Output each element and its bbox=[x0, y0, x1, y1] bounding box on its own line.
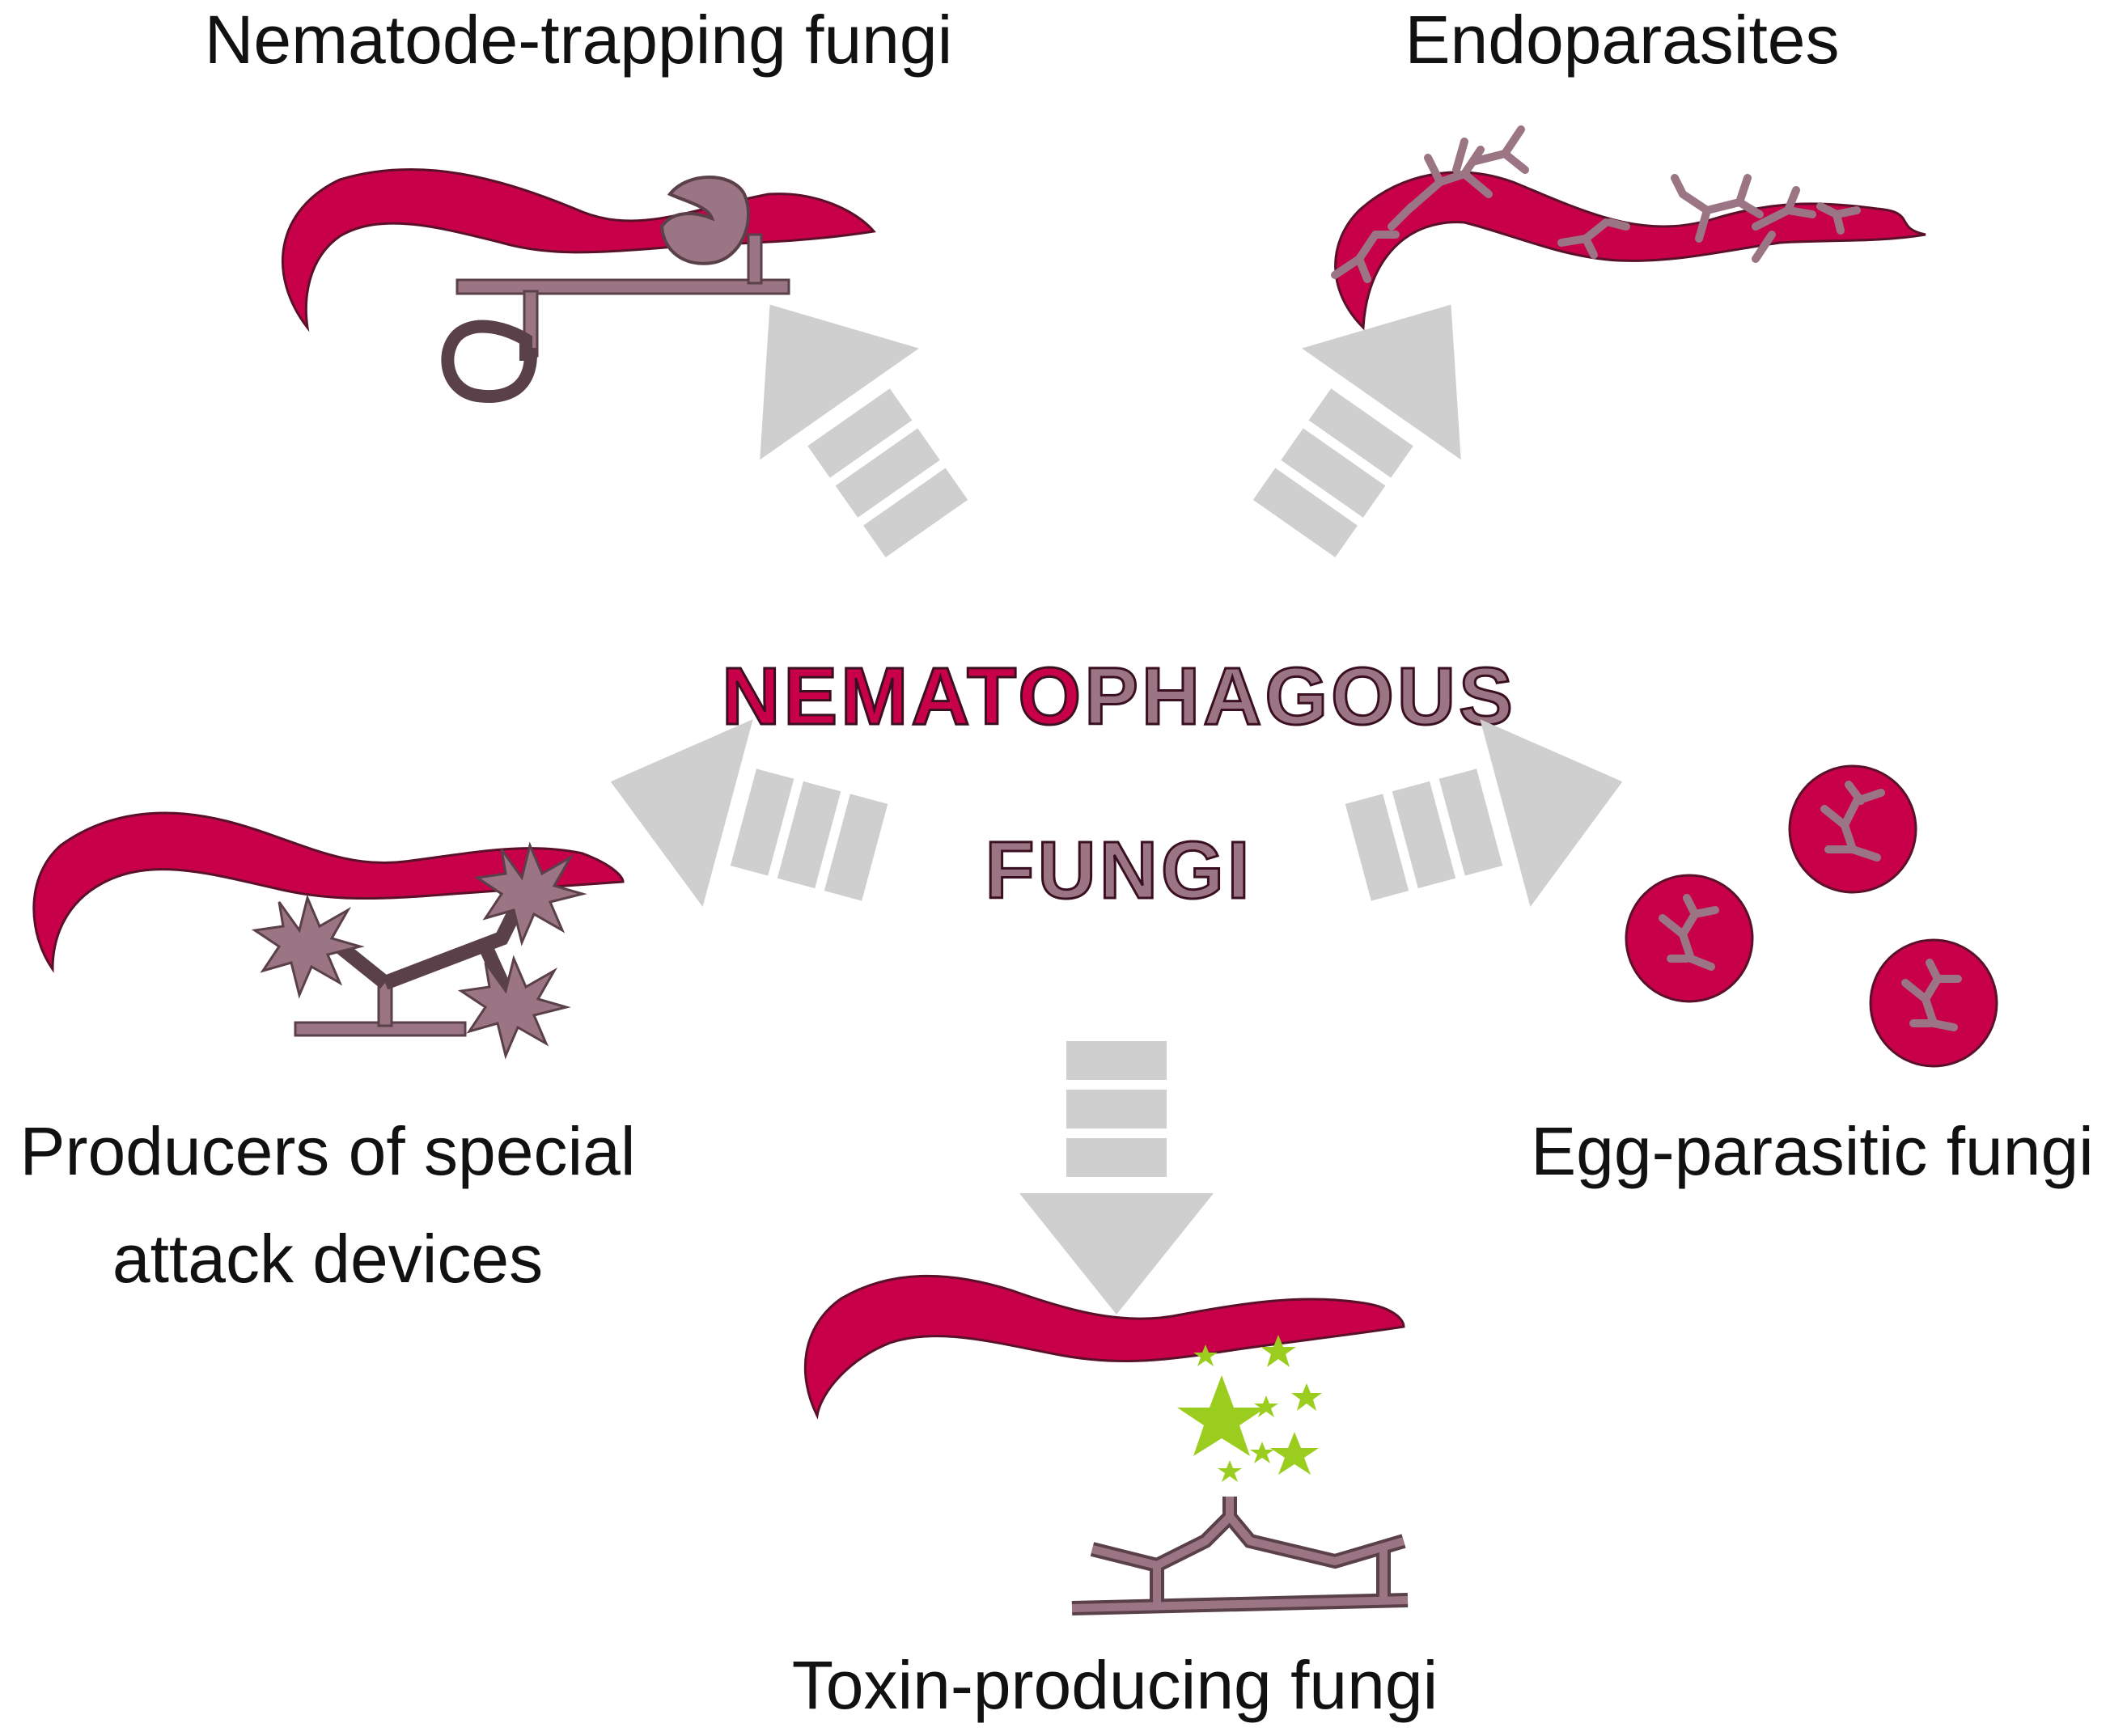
infected-egg bbox=[1625, 874, 1754, 1003]
title-nemato: NEMATO bbox=[722, 651, 1084, 742]
spiny-knob-device bbox=[251, 841, 587, 1060]
trapping-illustration: Nematode-trapping fungi bbox=[205, 2, 953, 404]
center-title: NEMATOPHAGOUS FUNGI bbox=[721, 650, 1516, 917]
nematode-worm bbox=[282, 167, 876, 332]
toxin-particles bbox=[1177, 1335, 1322, 1482]
infected-egg bbox=[1869, 938, 1998, 1068]
hyphae-fill bbox=[1071, 1497, 1409, 1612]
nematode-worm bbox=[803, 1274, 1405, 1420]
title-phagous: PHAGOUS bbox=[1084, 651, 1516, 742]
title-nematophagous: NEMATOPHAGOUS bbox=[722, 651, 1516, 742]
internal-hyphae bbox=[1331, 125, 1861, 283]
egg-parasitic-illustration: Egg-parasitic fungi bbox=[1531, 764, 2094, 1189]
hyphae bbox=[441, 233, 790, 404]
egg-hyphae bbox=[1659, 781, 1962, 1031]
title-fungi: FUNGI bbox=[985, 825, 1252, 916]
arrow-to-endoparasites bbox=[1214, 248, 1531, 585]
label-endoparasites: Endoparasites bbox=[1405, 2, 1839, 78]
attack-devices-illustration: Producers of special attack devices bbox=[19, 811, 636, 1297]
constricting-ring-trap bbox=[659, 176, 750, 265]
label-trapping: Nematode-trapping fungi bbox=[205, 2, 953, 78]
infected-egg bbox=[1788, 764, 1917, 894]
toxin-illustration: Toxin-producing fungi bbox=[792, 1274, 1438, 1723]
label-attack-line1: Producers of special bbox=[19, 1113, 635, 1189]
endoparasites-illustration: Endoparasites bbox=[1331, 2, 1926, 331]
nematode-worm bbox=[32, 811, 625, 973]
label-egg: Egg-parasitic fungi bbox=[1531, 1113, 2094, 1189]
arrow-to-toxin bbox=[1019, 1041, 1214, 1315]
arrow-to-trapping bbox=[690, 248, 1006, 585]
label-attack-line2: attack devices bbox=[112, 1221, 543, 1297]
label-toxin: Toxin-producing fungi bbox=[792, 1647, 1438, 1723]
